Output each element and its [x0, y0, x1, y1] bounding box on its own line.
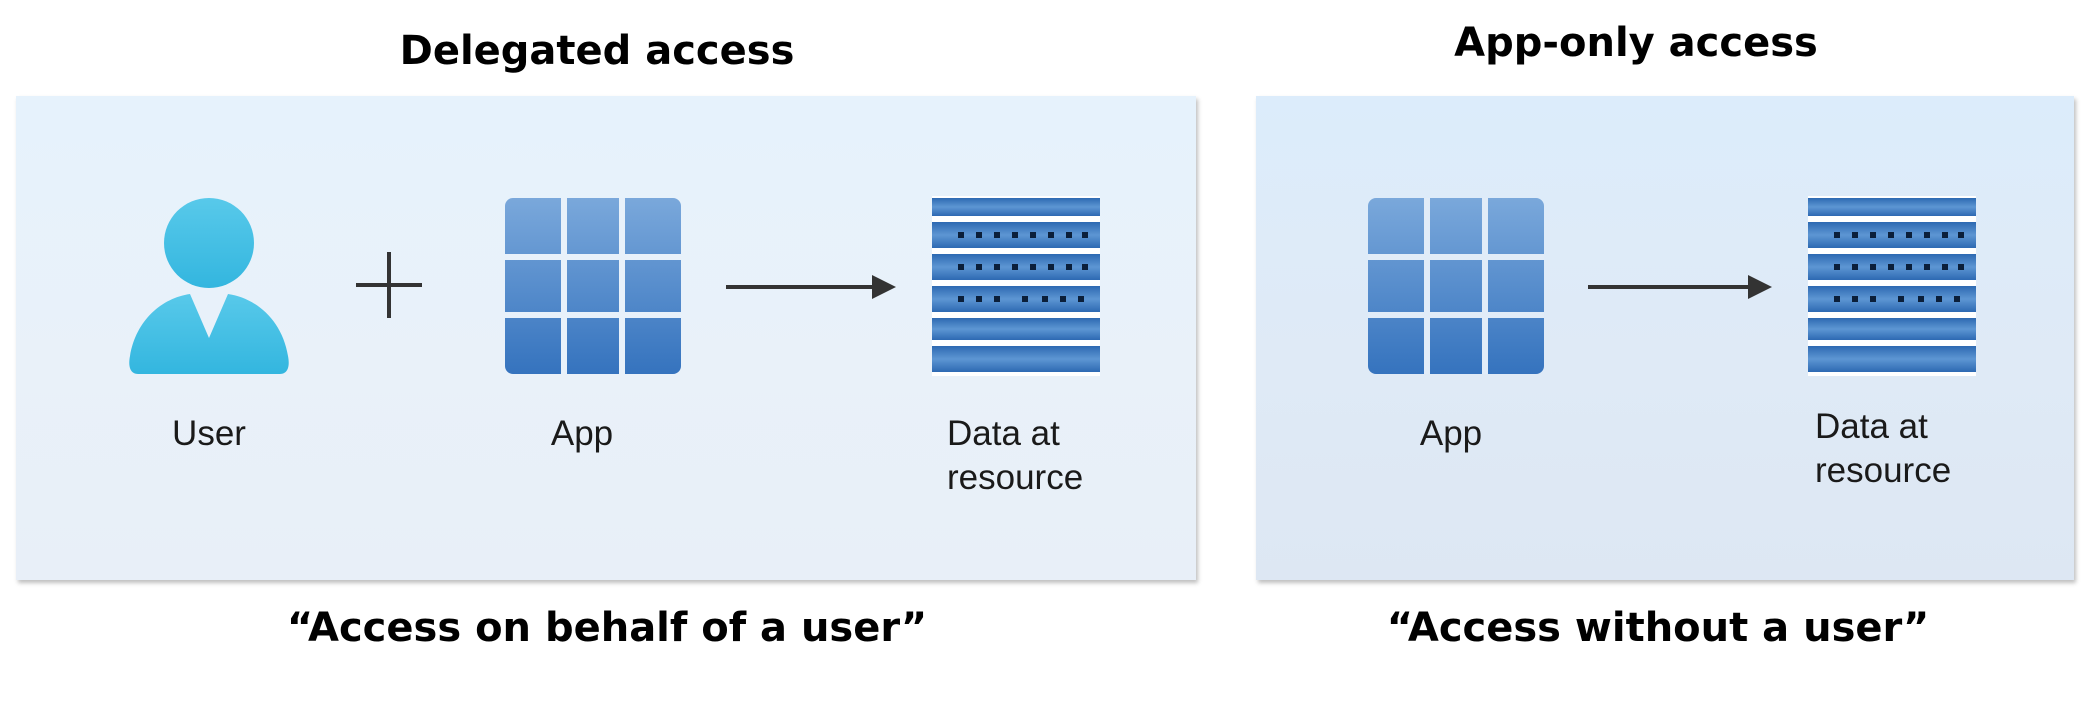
- app-grid-icon: [1368, 198, 1544, 374]
- app-only-access-title: App-only access: [1454, 20, 1818, 66]
- app-label: App: [550, 414, 614, 453]
- database-icon: [1808, 196, 1976, 376]
- app-only-caption: “Access without a user”: [1386, 605, 1930, 651]
- data-label-line1: Data at: [947, 414, 1060, 453]
- data-at-resource-label: Data at resource: [1815, 405, 1951, 493]
- app-label: App: [1419, 414, 1483, 453]
- data-at-resource-label: Data at resource: [947, 412, 1083, 500]
- delegated-access-title: Delegated access: [399, 28, 795, 74]
- data-label-line2: resource: [947, 458, 1084, 497]
- delegated-caption: “Access on behalf of a user”: [286, 605, 928, 651]
- arrow-right-icon: [726, 272, 896, 302]
- user-label: User: [172, 414, 246, 453]
- user-icon: [128, 198, 290, 374]
- app-grid-icon: [505, 198, 681, 374]
- arrow-right-icon: [1588, 272, 1772, 302]
- database-icon: [932, 196, 1100, 376]
- data-label-line1: Data at: [1815, 407, 1928, 446]
- data-label-line2: resource: [1815, 451, 1952, 490]
- plus-icon: [356, 252, 422, 318]
